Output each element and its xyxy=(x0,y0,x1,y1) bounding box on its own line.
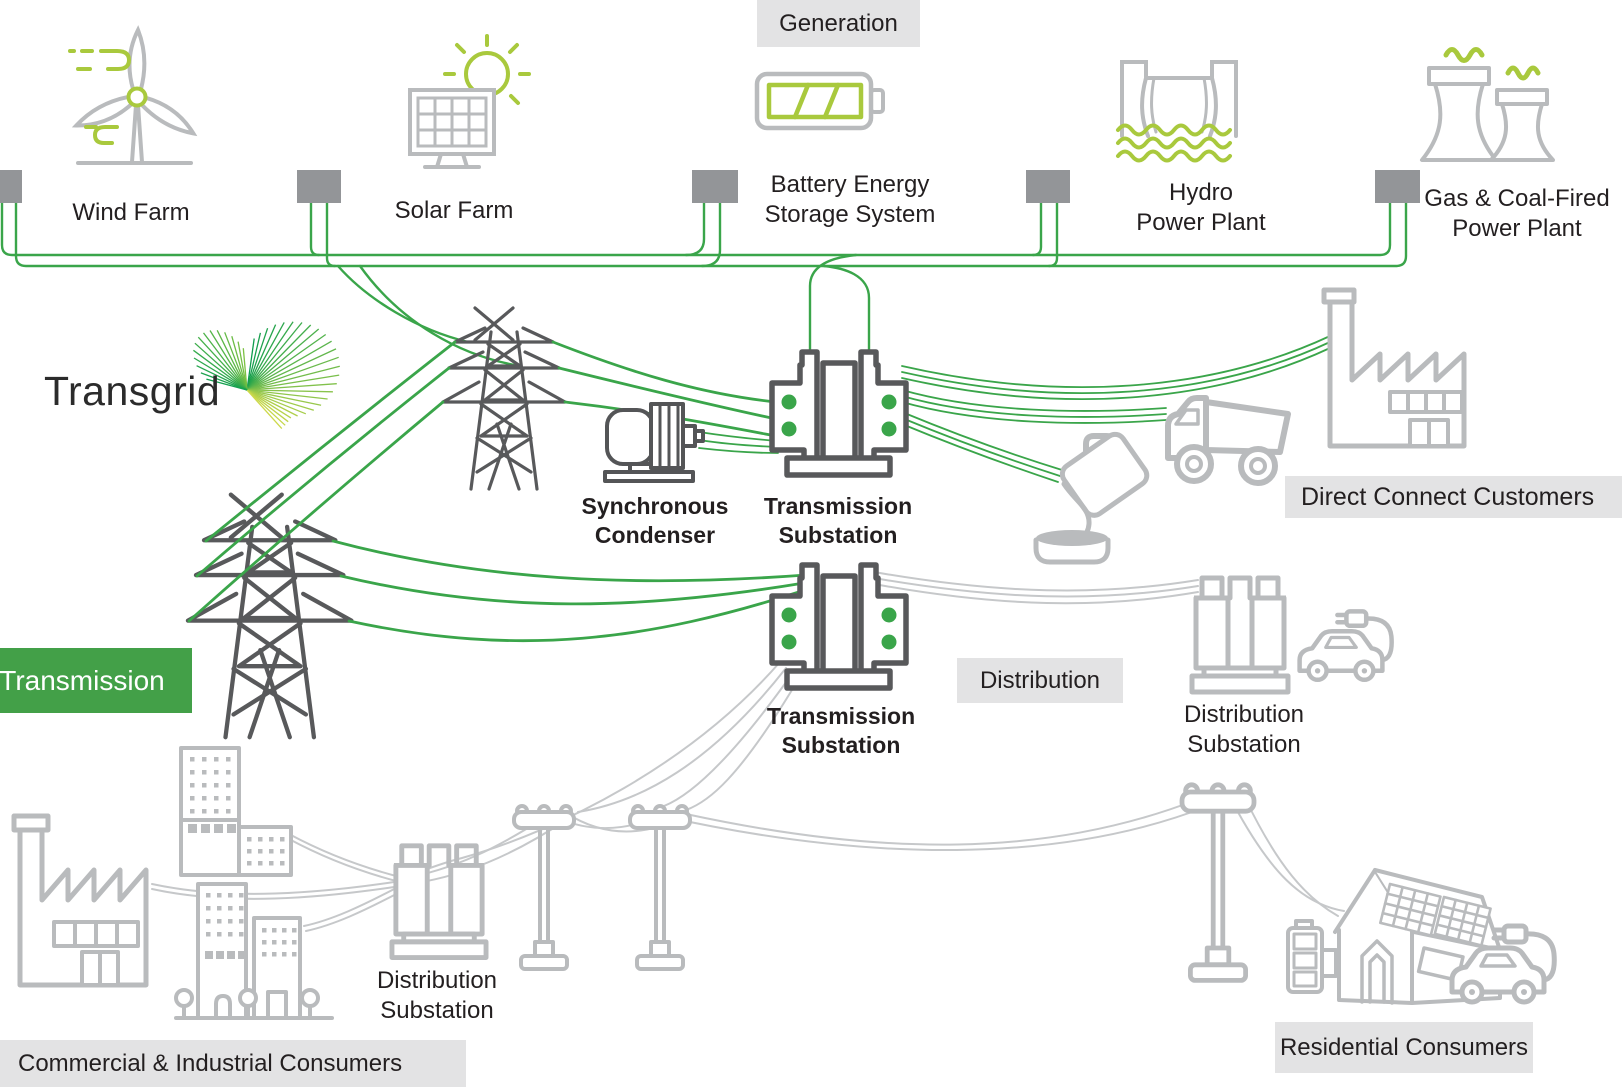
connector-box-wind xyxy=(0,170,22,203)
wind-turbine-icon xyxy=(68,25,198,165)
transmission-substation-upper-label: Transmission Substation xyxy=(763,493,913,548)
direct-connect-customers-badge: Direct Connect Customers xyxy=(1285,476,1622,518)
solar-farm-label: Solar Farm xyxy=(394,197,514,224)
distribution-substation-right-label: Distribution Substation xyxy=(1183,701,1305,759)
transmission-substation-upper-icon xyxy=(772,352,906,475)
transmission-badge: Transmission xyxy=(0,648,192,713)
city-buildings-icon xyxy=(174,882,334,1020)
distribution-substation-right-icon xyxy=(1192,578,1288,692)
residential-consumers-badge: Residential Consumers xyxy=(1275,1022,1533,1073)
generation-badge: Generation xyxy=(757,0,920,47)
power-pole-icon xyxy=(1182,785,1254,981)
direct-connect-lines xyxy=(901,335,1331,483)
mining-truck-icon xyxy=(1165,395,1291,486)
ev-car-charging-icon xyxy=(1300,611,1392,679)
home-battery-icon xyxy=(1286,919,1338,994)
connector-box-solar xyxy=(297,170,341,203)
gas-coal-plant-label: Gas & Coal-Fired Power Plant xyxy=(1424,185,1610,243)
hydro-plant-label: Hydro Power Plant xyxy=(1136,179,1266,237)
connector-box-battery xyxy=(692,170,738,203)
distribution-substation-left-icon xyxy=(392,846,486,958)
distribution-substation-left-label: Distribution Substation xyxy=(376,967,498,1025)
solar-panel-icon xyxy=(408,34,531,169)
distribution-badge: Distribution xyxy=(957,658,1123,703)
transgrid-wordmark: Transgrid xyxy=(44,368,221,414)
grid-connector-boxes xyxy=(0,170,1420,203)
transmission-tower-upper xyxy=(441,306,567,491)
transmission-tower-lower xyxy=(188,495,351,738)
transmission-substation-lower-label: Transmission Substation xyxy=(766,703,916,758)
hydro-dam-icon xyxy=(1116,60,1238,163)
wind-farm-label: Wind Farm xyxy=(72,199,190,226)
smelter-ladle-icon xyxy=(1033,431,1150,565)
connector-box-hydro xyxy=(1026,170,1070,203)
transmission-substation-lower-icon xyxy=(772,565,906,688)
direct-connect-factory-icon xyxy=(1321,287,1467,449)
generation-bus-lines xyxy=(0,201,1408,368)
connector-box-gas xyxy=(1375,170,1420,203)
synchronous-condenser-icon xyxy=(603,402,705,483)
battery-icon xyxy=(754,71,885,131)
gas-coal-plant-icon xyxy=(1420,47,1555,162)
transgrid-logo-fan xyxy=(193,321,340,430)
commercial-factory-icon xyxy=(11,813,149,988)
office-buildings-icon xyxy=(179,746,293,877)
synchronous-condenser-label: Synchronous Condenser xyxy=(581,493,729,548)
battery-storage-label: Battery Energy Storage System xyxy=(764,171,936,229)
commercial-industrial-badge: Commercial & Industrial Consumers xyxy=(0,1040,466,1087)
building-window-dots xyxy=(188,757,297,959)
